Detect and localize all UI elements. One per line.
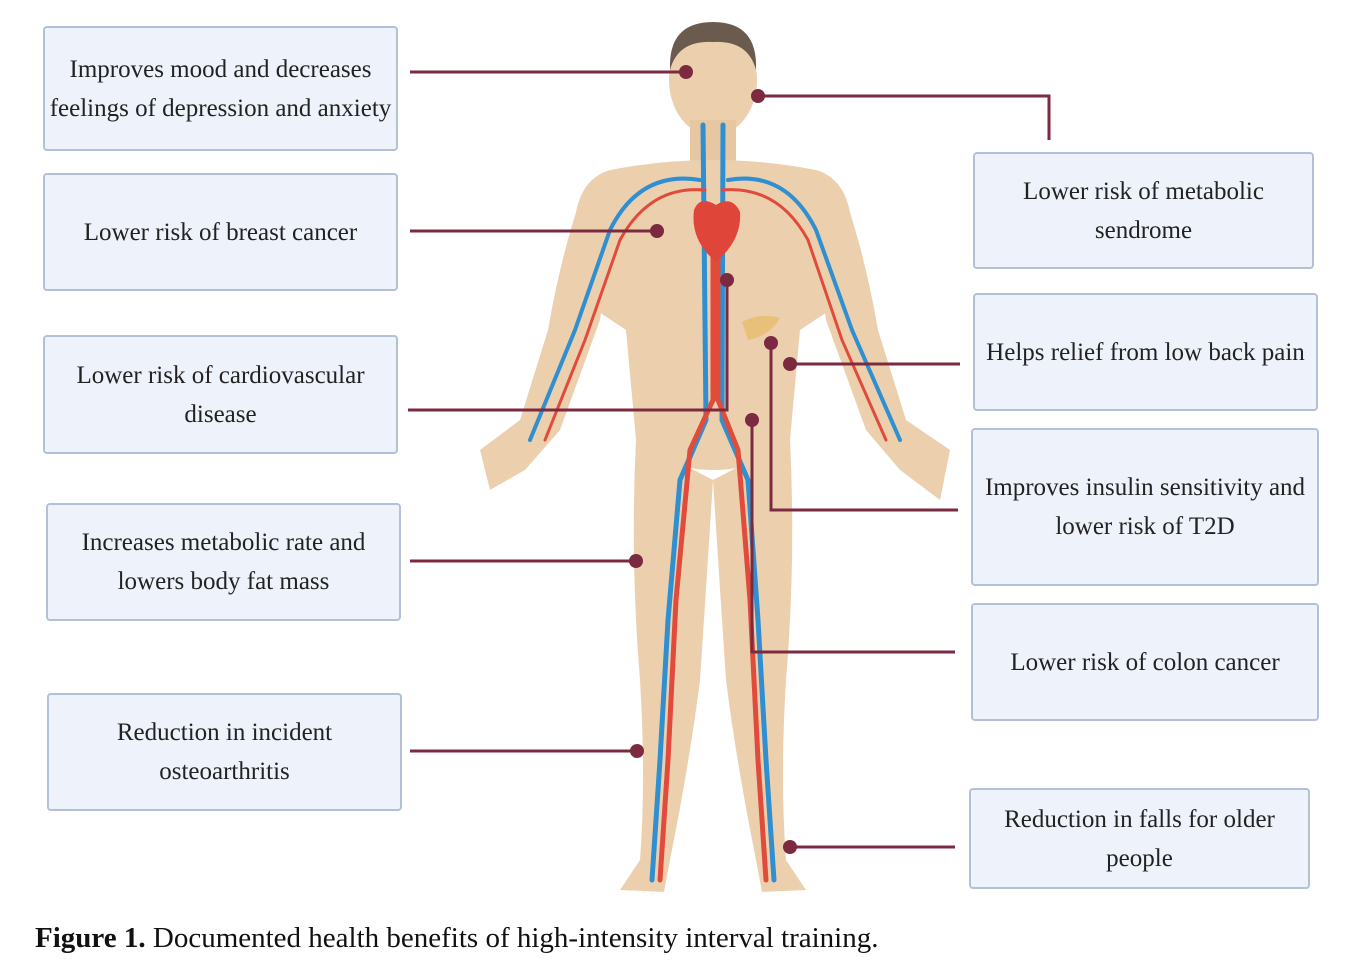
benefit-text: Lower risk of colon cancer [1010, 648, 1280, 676]
heart [693, 201, 741, 262]
body-figure [480, 22, 950, 892]
benefit-box-mood: Improves mood and decreases feelings of … [43, 26, 398, 151]
benefit-box-metabolic-rate: Increases metabolic rate and lowers body… [46, 503, 401, 621]
benefit-text: Reduction in falls for older people [1004, 805, 1275, 872]
benefit-text: Lower risk of breast cancer [83, 218, 358, 246]
benefit-box-osteoarthritis: Reduction in incident osteoarthritis [47, 693, 402, 811]
pancreas [742, 315, 780, 340]
benefit-box-metabolic-syndrome: Lower risk of metabolic sendrome [973, 152, 1314, 269]
benefit-text: Lower risk of metabolic sendrome [1023, 177, 1264, 244]
benefit-box-low-back-pain: Helps relief from low back pain [973, 293, 1318, 411]
benefit-text: Improves mood and decreases feelings of … [49, 55, 392, 122]
benefit-text: Increases metabolic rate and lowers body… [81, 529, 366, 595]
benefit-box-falls: Reduction in falls for older people [969, 788, 1310, 889]
benefit-box-colon-cancer: Lower risk of colon cancer [971, 603, 1319, 721]
caption-label: Figure 1. [35, 922, 146, 954]
figure-caption: Figure 1. Documented health benefits of … [35, 922, 878, 955]
benefit-text: Lower risk of cardiovascular disease [76, 361, 365, 428]
benefit-text: Reduction in incident osteoarthritis [116, 719, 333, 785]
caption-text: Documented health benefits of high-inten… [145, 922, 879, 954]
benefit-box-cardiovascular: Lower risk of cardiovascular disease [43, 335, 398, 454]
connector-lines [408, 70, 1051, 849]
benefit-text: Improves insulin sensitivity and lower r… [984, 474, 1306, 540]
benefit-box-insulin: Improves insulin sensitivity and lower r… [971, 428, 1319, 586]
hair [669, 22, 757, 70]
benefit-text: Helps relief from low back pain [986, 338, 1305, 366]
benefit-box-breast-cancer: Lower risk of breast cancer [43, 173, 398, 291]
connector-dots [629, 65, 797, 854]
